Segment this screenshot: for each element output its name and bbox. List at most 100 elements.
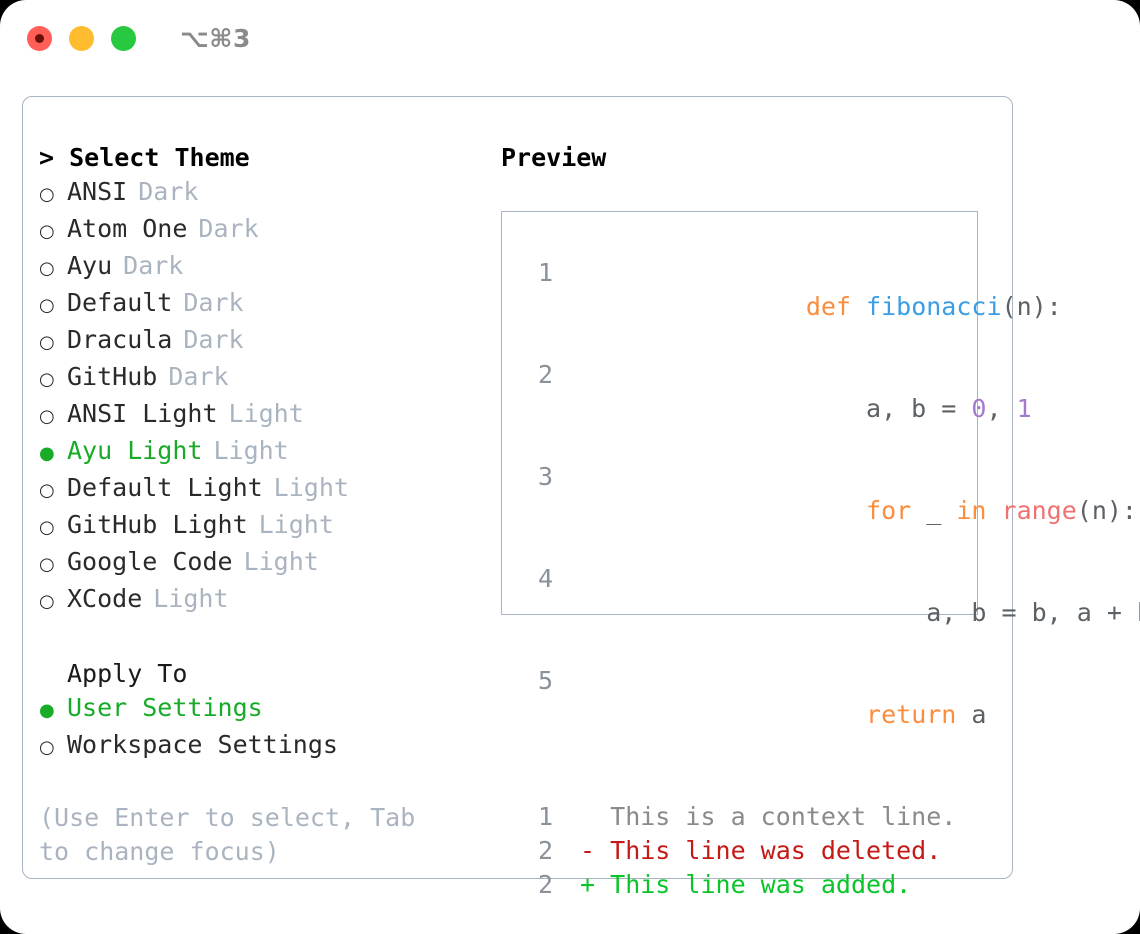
radio-icon[interactable]: ○ bbox=[39, 554, 55, 575]
theme-name: XCode bbox=[67, 584, 143, 613]
theme-name: GitHub bbox=[67, 362, 158, 391]
token-plain: (n): bbox=[1076, 496, 1137, 525]
diff-content: This is a context line. bbox=[565, 802, 957, 831]
token-number: 0 bbox=[971, 394, 987, 423]
code-line: 4 a, b = b, a + b bbox=[519, 562, 1140, 664]
theme-variant-tag: Dark bbox=[183, 288, 244, 317]
theme-option-list: ○ ANSI Dark ○ Atom One Dark ○ Ayu Dark bbox=[39, 175, 489, 619]
token-plain: (n): bbox=[1001, 292, 1062, 321]
theme-variant-tag: Light bbox=[213, 436, 289, 465]
diff-line-deleted: 2 - This line was deleted. bbox=[519, 834, 1140, 868]
token-plain: _ bbox=[911, 496, 957, 525]
minimize-button[interactable] bbox=[69, 25, 94, 51]
radio-icon[interactable]: ○ bbox=[39, 184, 55, 205]
radio-icon-selected[interactable]: ● bbox=[39, 443, 55, 464]
theme-variant-tag: Dark bbox=[183, 325, 244, 354]
main-panel: > Select Theme ○ ANSI Dark ○ Atom One Da… bbox=[22, 96, 1140, 899]
line-number: 4 bbox=[537, 564, 553, 593]
token-plain: , bbox=[986, 394, 1017, 423]
code-line: 2 a, b = 0, 1 bbox=[519, 358, 1140, 460]
list-item[interactable]: ○ Default Light Light bbox=[39, 471, 489, 508]
token-keyword: in bbox=[956, 496, 1002, 525]
apply-to-workspace-settings[interactable]: ○ Workspace Settings bbox=[39, 728, 489, 765]
line-number: 2 bbox=[537, 360, 553, 389]
radio-icon[interactable]: ○ bbox=[39, 517, 55, 538]
line-number: 1 bbox=[537, 258, 553, 287]
line-number: 3 bbox=[537, 462, 553, 491]
radio-icon[interactable]: ○ bbox=[39, 591, 55, 612]
token-keyword: return bbox=[866, 700, 957, 729]
list-item[interactable]: ○ GitHub Dark bbox=[39, 360, 489, 397]
theme-name: GitHub Light bbox=[67, 510, 248, 539]
theme-name: Google Code bbox=[67, 547, 233, 576]
list-item[interactable]: ○ Dracula Dark bbox=[39, 323, 489, 360]
radio-icon[interactable]: ○ bbox=[39, 295, 55, 316]
preview-heading: Preview bbox=[501, 143, 607, 172]
code-blank-line bbox=[519, 766, 1140, 800]
apply-to-heading: Apply To bbox=[67, 659, 188, 688]
radio-icon[interactable]: ○ bbox=[39, 258, 55, 279]
token-builtin: range bbox=[1001, 496, 1077, 525]
token-plain bbox=[806, 496, 866, 525]
theme-name: ANSI Light bbox=[67, 399, 218, 428]
code-content: a, b = b, a + b bbox=[565, 562, 1140, 664]
list-item[interactable]: ○ ANSI Dark bbox=[39, 175, 489, 212]
preview-box: 1 def fibonacci(n): 2 a, b = 0, 1 bbox=[501, 211, 1140, 899]
theme-name: Default Light bbox=[67, 473, 263, 502]
code-line: 3 for _ in range(n): bbox=[519, 460, 1140, 562]
theme-selection-column: > Select Theme ○ ANSI Dark ○ Atom One Da… bbox=[39, 141, 489, 869]
keyboard-shortcut-label: ⌥⌘3 bbox=[180, 23, 251, 53]
preview-column: Preview 1 def fibonacci(n): 2 bbox=[501, 141, 1140, 899]
radio-icon-selected[interactable]: ● bbox=[39, 700, 55, 721]
theme-variant-tag: Light bbox=[153, 584, 229, 613]
theme-variant-tag: Dark bbox=[123, 251, 184, 280]
radio-icon[interactable]: ○ bbox=[39, 369, 55, 390]
apply-to-user-settings[interactable]: ● User Settings bbox=[39, 691, 489, 728]
code-sample: 1 def fibonacci(n): 2 a, b = 0, 1 bbox=[519, 256, 1140, 902]
line-number: 5 bbox=[537, 666, 553, 695]
line-number: 2 bbox=[537, 836, 553, 865]
radio-icon[interactable]: ○ bbox=[39, 221, 55, 242]
theme-name: Ayu bbox=[67, 251, 113, 280]
theme-variant-tag: Dark bbox=[198, 214, 259, 243]
list-item[interactable]: ○ Default Dark bbox=[39, 286, 489, 323]
token-keyword: for bbox=[866, 496, 912, 525]
radio-icon[interactable]: ○ bbox=[39, 737, 55, 758]
list-item[interactable]: ○ Ayu Dark bbox=[39, 249, 489, 286]
zoom-button[interactable] bbox=[111, 25, 136, 51]
theme-variant-tag: Light bbox=[273, 473, 349, 502]
code-content: return a bbox=[565, 664, 986, 766]
code-line: 1 def fibonacci(n): bbox=[519, 256, 1140, 358]
code-content: a, b = 0, 1 bbox=[565, 358, 1032, 460]
theme-variant-tag: Light bbox=[243, 547, 319, 576]
token-plain: a bbox=[956, 700, 987, 729]
code-line: 5 return a bbox=[519, 664, 1140, 766]
apply-to-label: Workspace Settings bbox=[67, 730, 338, 759]
diff-line-added: 2 + This line was added. bbox=[519, 868, 1140, 902]
radio-icon[interactable]: ○ bbox=[39, 480, 55, 501]
apply-to-label: User Settings bbox=[67, 693, 263, 722]
close-button[interactable] bbox=[27, 25, 52, 51]
page-title: > Select Theme bbox=[39, 143, 250, 172]
list-item[interactable]: ○ GitHub Light Light bbox=[39, 508, 489, 545]
radio-icon[interactable]: ○ bbox=[39, 332, 55, 353]
list-item[interactable]: ○ ANSI Light Light bbox=[39, 397, 489, 434]
list-item[interactable]: ○ XCode Light bbox=[39, 582, 489, 619]
theme-name: Dracula bbox=[67, 325, 173, 354]
token-number: 1 bbox=[1016, 394, 1032, 423]
line-number: 1 bbox=[537, 802, 553, 831]
theme-name: Atom One bbox=[67, 214, 188, 243]
title-bar: ⌥⌘3 bbox=[0, 0, 1140, 76]
theme-variant-tag: Light bbox=[228, 399, 304, 428]
diff-content: + This line was added. bbox=[565, 870, 912, 899]
list-item-selected[interactable]: ● Ayu Light Light bbox=[39, 434, 489, 471]
theme-name: Default bbox=[67, 288, 173, 317]
list-item[interactable]: ○ Atom One Dark bbox=[39, 212, 489, 249]
code-content: def fibonacci(n): bbox=[565, 256, 1062, 358]
theme-name: ANSI bbox=[67, 177, 128, 206]
token-keyword: def bbox=[805, 292, 867, 321]
list-item[interactable]: ○ Google Code Light bbox=[39, 545, 489, 582]
keyboard-hint-text: (Use Enter to select, Tab to change focu… bbox=[39, 803, 431, 866]
radio-icon[interactable]: ○ bbox=[39, 406, 55, 427]
